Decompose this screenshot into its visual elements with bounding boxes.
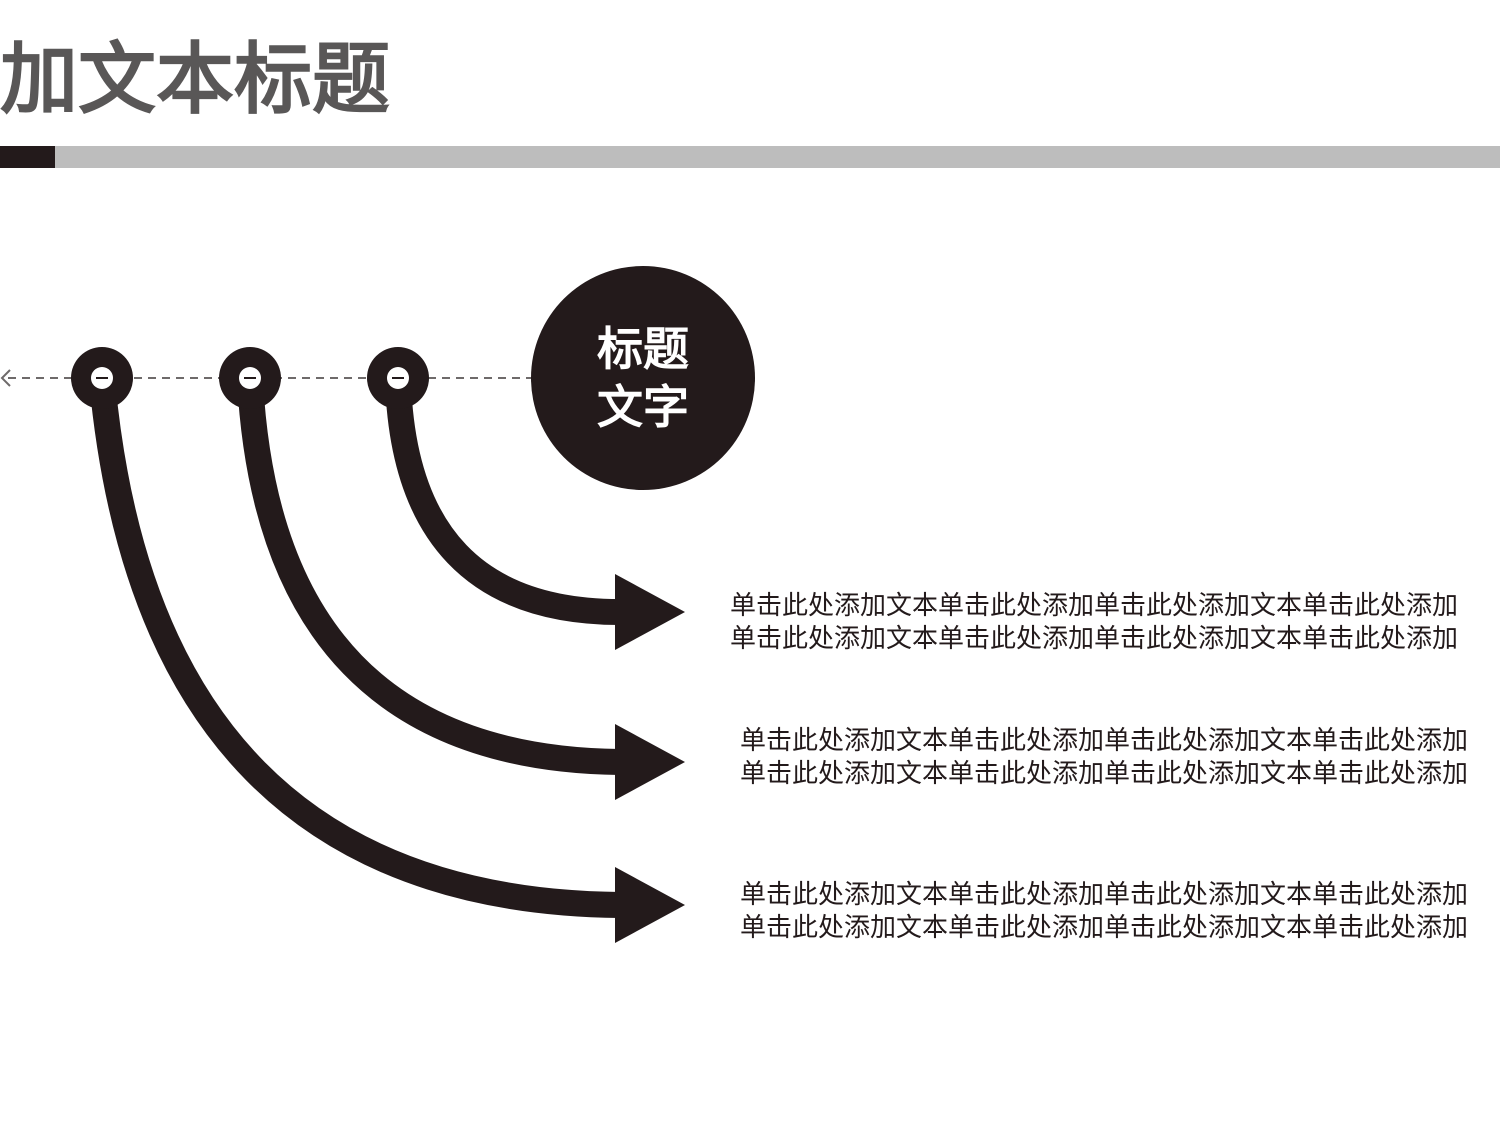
item-text-3-line-1: 单击此处添加文本单击此处添加单击此处添加文本单击此处添加 <box>740 880 1469 910</box>
title-underline-accent <box>0 146 55 168</box>
item-text-3-line-2: 单击此处添加文本单击此处添加单击此处添加文本单击此处添加 <box>740 913 1469 943</box>
node-marker-2 <box>219 347 281 409</box>
line-start-chevron <box>0 369 11 387</box>
title-circle <box>531 266 755 490</box>
title-circle-line-1: 标题 <box>597 322 689 376</box>
item-text-2[interactable]: 单击此处添加文本单击此处添加单击此处添加文本单击此处添加 单击此处添加文本单击此… <box>740 725 1500 791</box>
curved-arrow-1-shaft <box>385 379 621 625</box>
title-circle-line-2: 文字 <box>597 380 689 434</box>
item-text-2-line-2: 单击此处添加文本单击此处添加单击此处添加文本单击此处添加 <box>740 759 1469 789</box>
node-marker-3 <box>71 347 133 409</box>
item-text-2-line-1: 单击此处添加文本单击此处添加单击此处添加文本单击此处添加 <box>740 726 1469 756</box>
curved-arrow-3-head <box>615 867 685 943</box>
page-title: 加文本标题 <box>0 35 391 125</box>
title-circle-label: 标题 文字 <box>531 266 755 490</box>
curved-arrow-2-head <box>615 724 685 800</box>
item-text-1-line-1: 单击此处添加文本单击此处添加单击此处添加文本单击此处添加 <box>730 591 1459 621</box>
item-text-1[interactable]: 单击此处添加文本单击此处添加单击此处添加文本单击此处添加 单击此处添加文本单击此… <box>730 590 1500 656</box>
node-marker-1 <box>367 347 429 409</box>
item-text-1-line-2: 单击此处添加文本单击此处添加单击此处添加文本单击此处添加 <box>730 624 1459 654</box>
item-text-3[interactable]: 单击此处添加文本单击此处添加单击此处添加文本单击此处添加 单击此处添加文本单击此… <box>740 879 1500 945</box>
curved-arrow-3-shaft <box>89 378 621 918</box>
curved-arrow-1-head <box>615 574 685 650</box>
title-underline-bar <box>0 146 1500 168</box>
curved-arrow-2-shaft <box>237 379 621 775</box>
